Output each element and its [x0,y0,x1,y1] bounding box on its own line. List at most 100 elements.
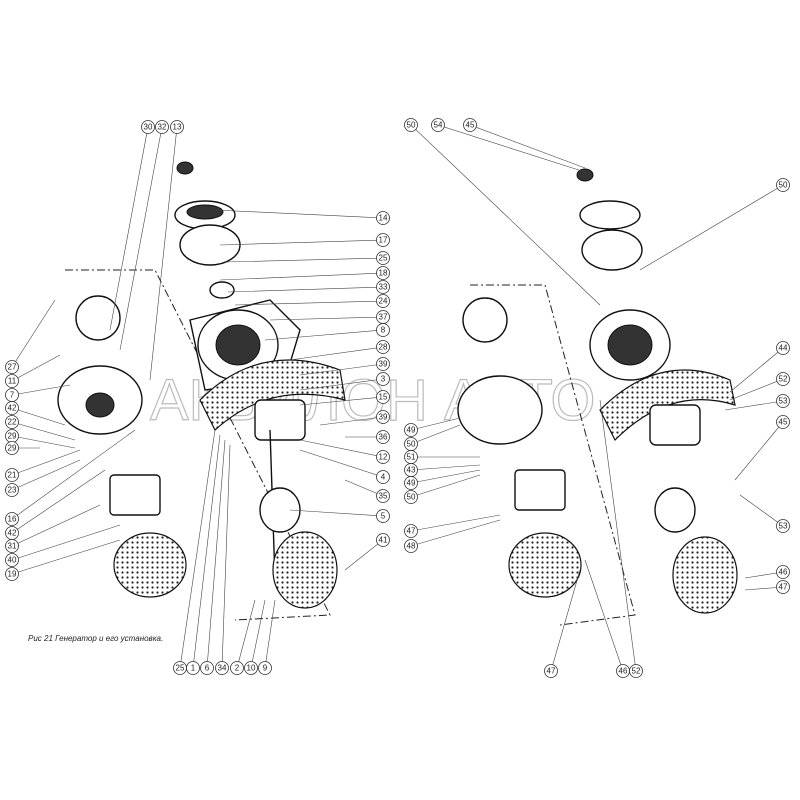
callout-circle [258,661,272,675]
leader-line [109,126,149,331]
callout-number: 6 [205,664,210,673]
callout-number: 2 [235,664,240,673]
callout-number: 45 [466,121,475,130]
callout-circle [776,178,790,192]
callout-circle [5,539,19,553]
leader-line [219,239,384,246]
callout-circle [776,415,790,429]
callout-number: 27 [8,363,17,372]
leader-line [11,299,56,368]
leader-line [729,378,784,401]
leader-line [11,524,121,561]
callout-circle [376,450,390,464]
callout-circle [404,118,418,132]
leader-line [410,519,501,547]
callout-50: 50 [404,118,418,132]
callout-45: 45 [776,415,790,429]
leader-line [11,504,101,547]
callout-number: 51 [407,453,416,462]
callout-36: 36 [376,430,390,444]
callout-circle [5,401,19,415]
callout-circle [629,664,643,678]
callout-number: 46 [779,568,788,577]
callout-number: 36 [379,433,388,442]
callout-43: 43 [404,463,418,477]
callout-39: 39 [376,410,390,424]
callout-circle [431,118,445,132]
callout-circle [376,280,390,294]
callout-number: 29 [8,444,17,453]
callout-number: 39 [379,413,388,422]
callout-7: 7 [5,388,19,402]
leader-line [269,316,384,321]
callout-19: 19 [5,567,19,581]
leader-line [250,599,266,669]
callout-53: 53 [776,394,790,408]
callout-11: 11 [5,374,19,388]
callout-number: 1 [191,664,196,673]
callout-number: 17 [379,236,388,245]
leader-line [11,539,121,575]
callout-circle [141,120,155,134]
callout-35: 35 [376,489,390,503]
callout-32: 32 [155,120,169,134]
leader-line [299,396,384,406]
callout-circle [463,118,477,132]
leader-line [410,514,501,532]
callout-circle [376,211,390,225]
left-generator-drawing [57,161,346,621]
callout-number: 42 [8,404,17,413]
callout-21: 21 [5,468,19,482]
leader-line [734,421,784,481]
leader-line [214,209,384,219]
callout-circle [376,340,390,354]
callout-number: 13 [173,123,182,132]
callout-number: 25 [379,254,388,263]
callout-circle [376,233,390,247]
callout-circle [404,423,418,437]
callout-number: 5 [381,512,386,521]
leader-line [11,469,106,534]
callout-16: 16 [5,512,19,526]
callout-number: 23 [8,486,17,495]
callout-circle [5,512,19,526]
callout-46: 46 [616,664,630,678]
callout-circle [5,415,19,429]
callout-number: 15 [379,393,388,402]
leader-line [11,429,136,520]
callout-circle [215,661,229,675]
callout-41: 41 [376,533,390,547]
callout-37: 37 [376,310,390,324]
callout-30: 30 [141,120,155,134]
callout-17: 17 [376,233,390,247]
callout-circle [544,664,558,678]
callout-25: 25 [173,661,187,675]
callout-number: 19 [8,570,17,579]
callout-number: 37 [379,313,388,322]
leader-line [739,494,784,527]
callout-number: 10 [247,664,256,673]
callout-circle [170,120,184,134]
callout-40: 40 [5,553,19,567]
leader-line [11,421,76,441]
callout-number: 12 [379,453,388,462]
callout-number: 53 [779,522,788,531]
leader-line [11,449,81,476]
callout-number: 21 [8,471,17,480]
callout-circle [404,524,418,538]
callout-circle [5,553,19,567]
callout-number: 4 [381,473,386,482]
callout-circle [244,661,258,675]
callout-number: 35 [379,492,388,501]
leader-line [599,399,637,672]
callout-14: 14 [376,211,390,225]
callout-50: 50 [404,490,418,504]
callout-number: 3 [381,375,386,384]
callout-circle [376,372,390,386]
callout-51: 51 [404,450,418,464]
callout-10: 10 [244,661,258,675]
callout-circle [776,394,790,408]
callout-number: 7 [10,391,15,400]
callout-15: 15 [376,390,390,404]
